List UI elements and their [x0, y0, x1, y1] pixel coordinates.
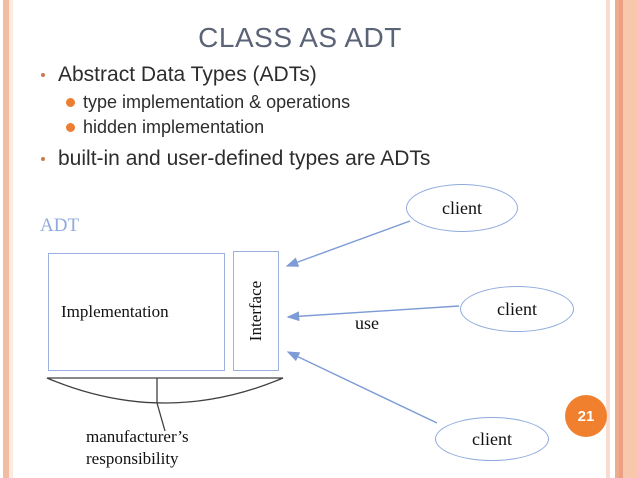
client-label: client	[442, 197, 482, 218]
arrow-client1-to-interface	[285, 220, 411, 267]
bullet-dot-icon	[41, 73, 45, 77]
bullet-text: Abstract Data Types (ADTs)	[58, 63, 317, 86]
client-label: client	[497, 298, 537, 319]
sub-bullet-text: type implementation & operations	[83, 92, 351, 112]
implementation-label: Implementation	[61, 302, 169, 321]
page-number-badge: 21	[565, 395, 607, 437]
sub-bullet-item: hidden implementation	[66, 115, 590, 140]
right-edge-stripe-3	[619, 0, 623, 478]
use-label: use	[355, 313, 379, 333]
bullet-item: Abstract Data Types (ADTs)	[30, 60, 590, 90]
adt-label: ADT	[40, 215, 80, 236]
arrow-client3-to-interface	[286, 351, 438, 424]
sub-bullet-dot-icon	[66, 123, 75, 132]
client-ellipse-2: client	[460, 286, 574, 332]
interface-label: Interface	[246, 280, 266, 342]
interface-box: Interface	[233, 251, 279, 371]
right-edge-stripe-1	[606, 0, 610, 478]
bullet-item: built-in and user-defined types are ADTs	[30, 144, 590, 174]
slide-title: CLASS AS ADT	[198, 22, 402, 53]
client-ellipse-1: client	[406, 184, 518, 232]
bullet-list: Abstract Data Types (ADTs) type implemen…	[30, 60, 590, 174]
left-edge-stripe-faint	[9, 0, 13, 478]
right-edge-stripe-2	[615, 0, 619, 478]
bullet-text: built-in and user-defined types are ADTs	[58, 147, 431, 170]
right-edge-stripe-4	[623, 0, 638, 478]
sub-bullet-dot-icon	[66, 98, 75, 107]
left-edge-stripe	[3, 0, 9, 478]
sub-bullet-item: type implementation & operations	[66, 90, 590, 115]
responsibility-brace	[46, 377, 284, 404]
sub-bullet-text: hidden implementation	[83, 117, 265, 137]
client-ellipse-3: client	[435, 417, 549, 461]
manufacturer-responsibility-note: manufacturer’s responsibility	[86, 427, 189, 469]
client-label: client	[472, 428, 512, 449]
implementation-box: Implementation	[48, 253, 225, 371]
bullet-dot-icon	[41, 157, 45, 161]
